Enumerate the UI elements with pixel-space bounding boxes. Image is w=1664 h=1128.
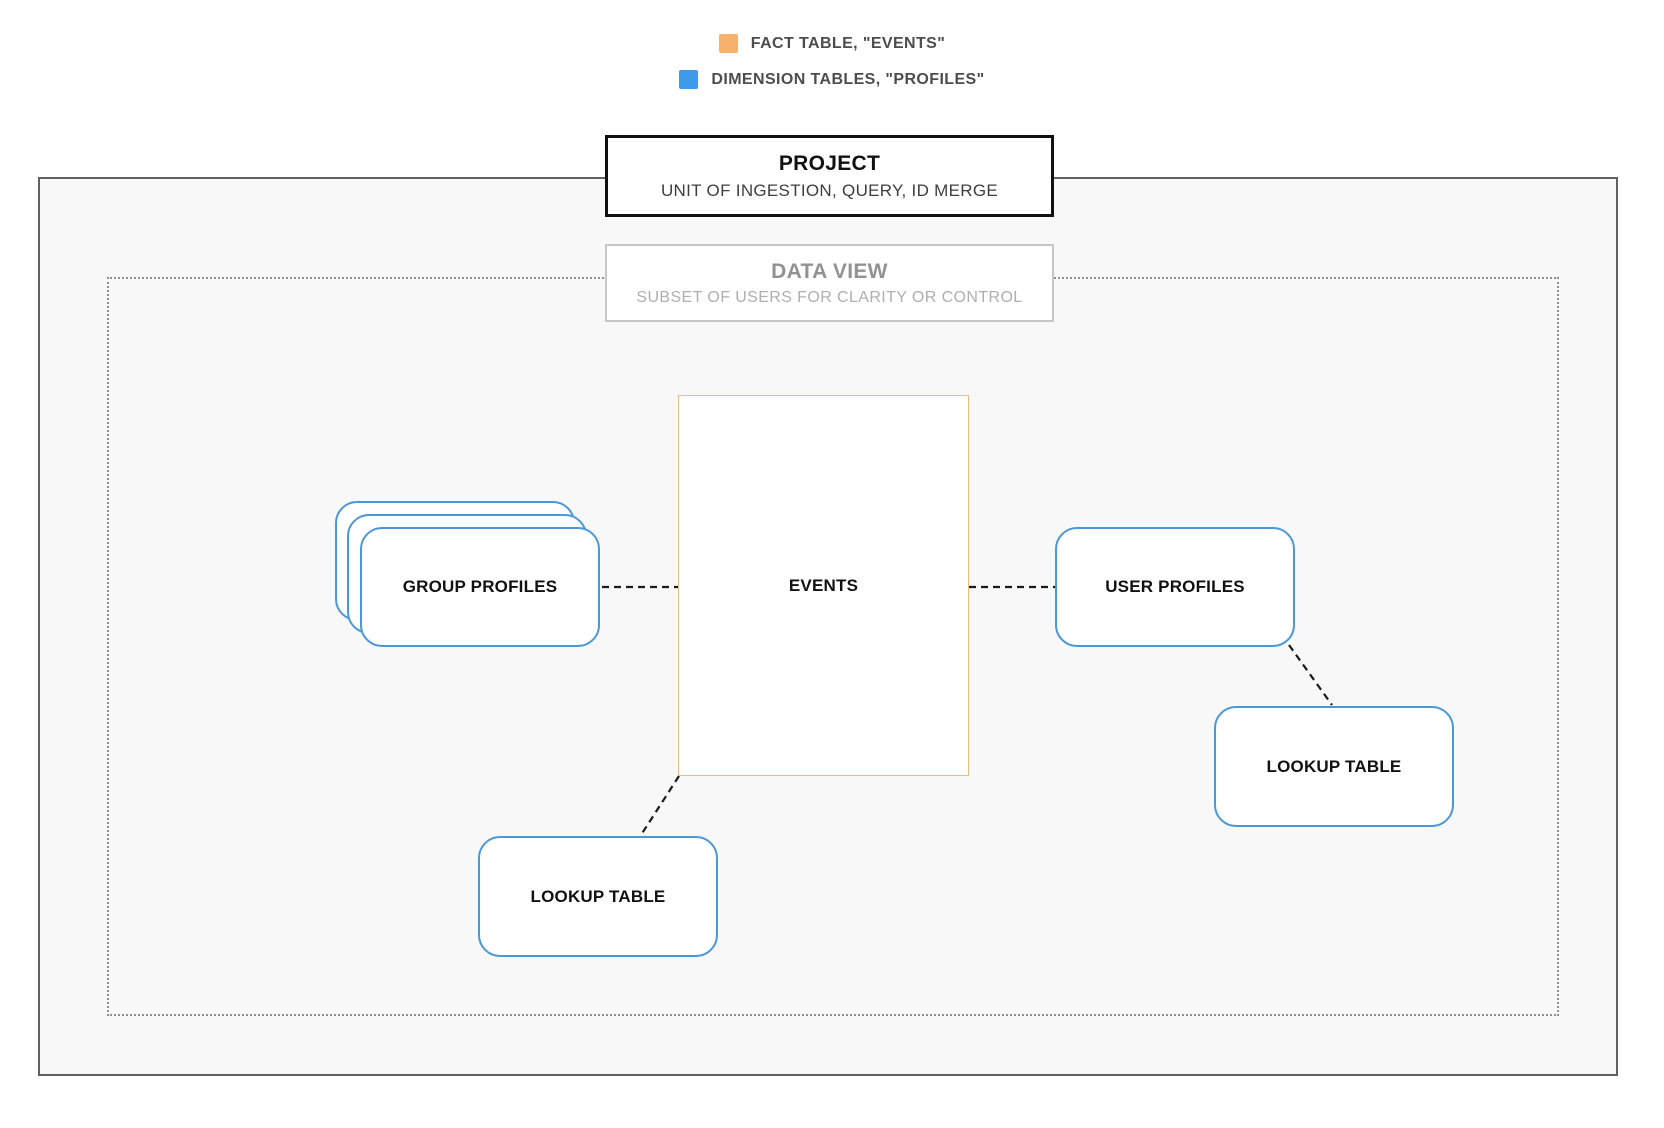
node-group-profiles: GROUP PROFILES bbox=[360, 527, 600, 647]
group-profiles-label: GROUP PROFILES bbox=[402, 577, 558, 596]
lookup-table-right-label: LOOKUP TABLE bbox=[1266, 756, 1402, 776]
data-view-title: DATA VIEW bbox=[771, 259, 888, 283]
node-lookup-table-bottom: LOOKUP TABLE bbox=[478, 836, 718, 957]
node-user-profiles: USER PROFILES bbox=[1055, 527, 1295, 647]
dimension-swatch-icon bbox=[679, 70, 699, 89]
legend-item-dimension-tables: DIMENSION TABLES, "PROFILES" bbox=[679, 70, 984, 89]
legend-label-dimension: DIMENSION TABLES, "PROFILES" bbox=[711, 70, 985, 88]
legend-label-fact: FACT TABLE, "EVENTS" bbox=[750, 34, 946, 52]
project-title: PROJECT bbox=[778, 151, 881, 175]
lookup-table-bottom-label: LOOKUP TABLE bbox=[530, 886, 666, 906]
events-label: EVENTS bbox=[788, 575, 859, 595]
project-subtitle: UNIT OF INGESTION, QUERY, ID MERGE bbox=[660, 180, 999, 200]
data-view-subtitle: SUBSET OF USERS FOR CLARITY OR CONTROL bbox=[636, 288, 1023, 306]
data-view-header-box: DATA VIEW SUBSET OF USERS FOR CLARITY OR… bbox=[605, 244, 1054, 322]
legend: FACT TABLE, "EVENTS" DIMENSION TABLES, "… bbox=[0, 34, 1664, 89]
legend-item-fact-table: FACT TABLE, "EVENTS" bbox=[718, 34, 946, 53]
node-events: EVENTS bbox=[678, 395, 969, 776]
node-lookup-table-right: LOOKUP TABLE bbox=[1214, 706, 1454, 827]
fact-swatch-icon bbox=[718, 34, 738, 53]
project-header-box: PROJECT UNIT OF INGESTION, QUERY, ID MER… bbox=[605, 135, 1054, 217]
user-profiles-label: USER PROFILES bbox=[1105, 577, 1245, 596]
